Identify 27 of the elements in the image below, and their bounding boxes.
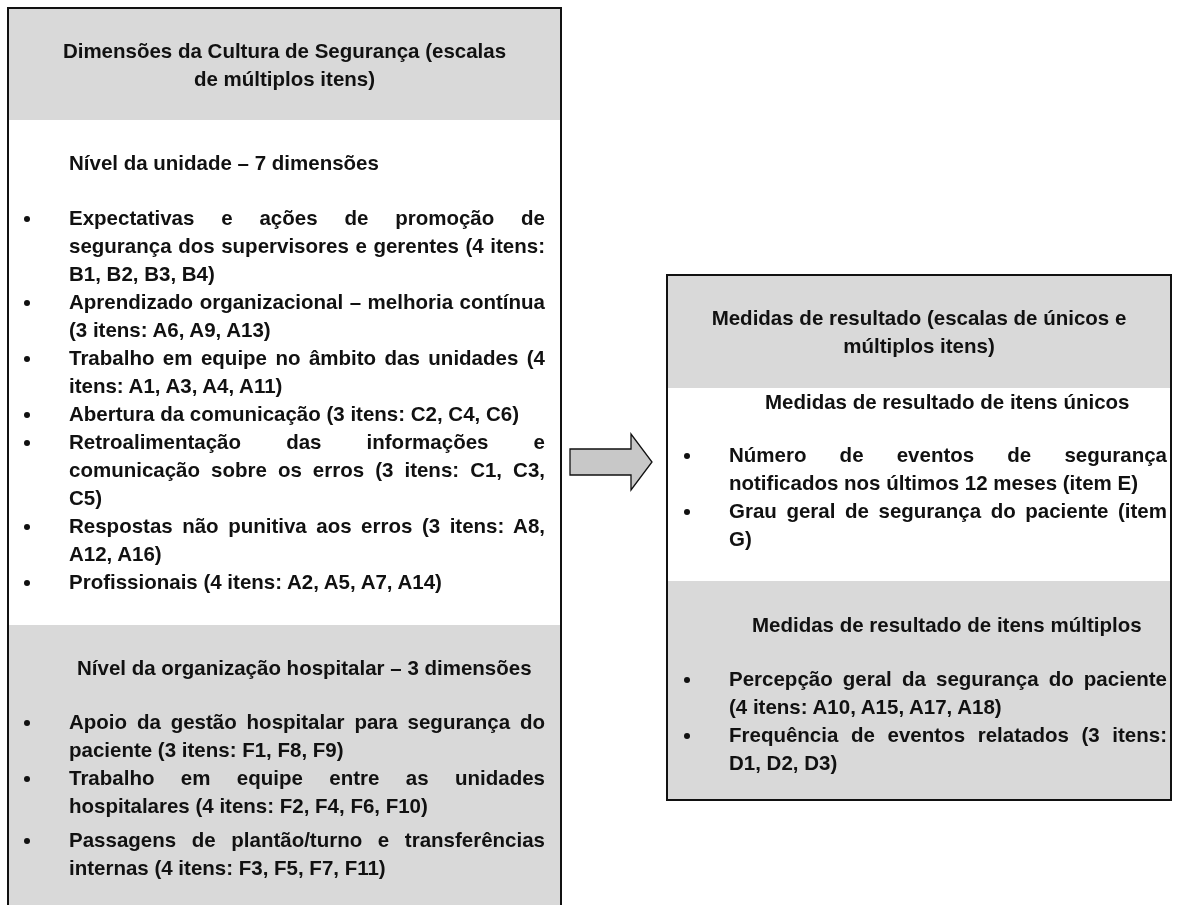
bullet-item: Apoio da gestão hospitalar para segurança do paciente (3 itens: F1, F8, F9): [69, 710, 545, 761]
bullet-item: Número de eventos de segurança notificados nos últimos 12 meses (item E): [729, 443, 1167, 494]
bullet-item: Abertura da comunicação (3 itens: C2, C4, C6): [69, 402, 519, 425]
panel-box: [666, 274, 1172, 801]
bullet-item: Profissionais (4 itens: A2, A5, A7, A14): [69, 570, 442, 593]
section-panel: [668, 581, 1170, 799]
section-heading: Medidas de resultado de itens únicos: [765, 389, 1130, 415]
section-heading: Nível da organização hospitalar – 3 dimensões: [77, 655, 532, 681]
header-band: [668, 276, 1170, 388]
bullet-item: Grau geral de segurança do paciente (item G): [729, 499, 1167, 550]
section-panel: [9, 625, 560, 905]
bullet-item: Passagens de plantão/turno e transferências internas (4 itens: F3, F5, F7, F11): [69, 828, 545, 879]
bullet-item: Respostas não punitiva aos erros (3 itens: A8, A12, A16): [69, 514, 545, 565]
bullet-item: Retroalimentação das informações e comunicação sobre os erros (3 itens: C1, C3, C5): [69, 430, 545, 509]
section-heading: Medidas de resultado de itens múltiplos: [752, 612, 1142, 638]
bullet-item: Expectativas e ações de promoção de segurança dos supervisores e gerentes (4 itens: B1, B2, B3, B4): [69, 206, 545, 285]
header-band: [9, 9, 560, 120]
bullet-item: Trabalho em equipe entre as unidades hospitalares (4 itens: F2, F4, F6, F10): [69, 766, 545, 817]
bullet-item: Frequência de eventos relatados (3 itens: D1, D2, D3): [729, 723, 1167, 774]
panel-title: Medidas de resultado (escalas de únicos e múltiplos itens): [710, 305, 1128, 359]
bullet-item: Aprendizado organizacional – melhoria contínua (3 itens: A6, A9, A13): [69, 290, 545, 341]
block-arrow: [569, 432, 653, 492]
bullet-item: Percepção geral da segurança do paciente (4 itens: A10, A15, A17, A18): [729, 667, 1167, 718]
panel-title: Dimensões da Cultura de Segurança (escalas de múltiplos itens): [61, 37, 508, 92]
section-heading: Nível da unidade – 7 dimensões: [69, 150, 379, 176]
panel-box: [7, 7, 562, 905]
bullet-item: Trabalho em equipe no âmbito das unidades (4 itens: A1, A3, A4, A11): [69, 346, 545, 397]
